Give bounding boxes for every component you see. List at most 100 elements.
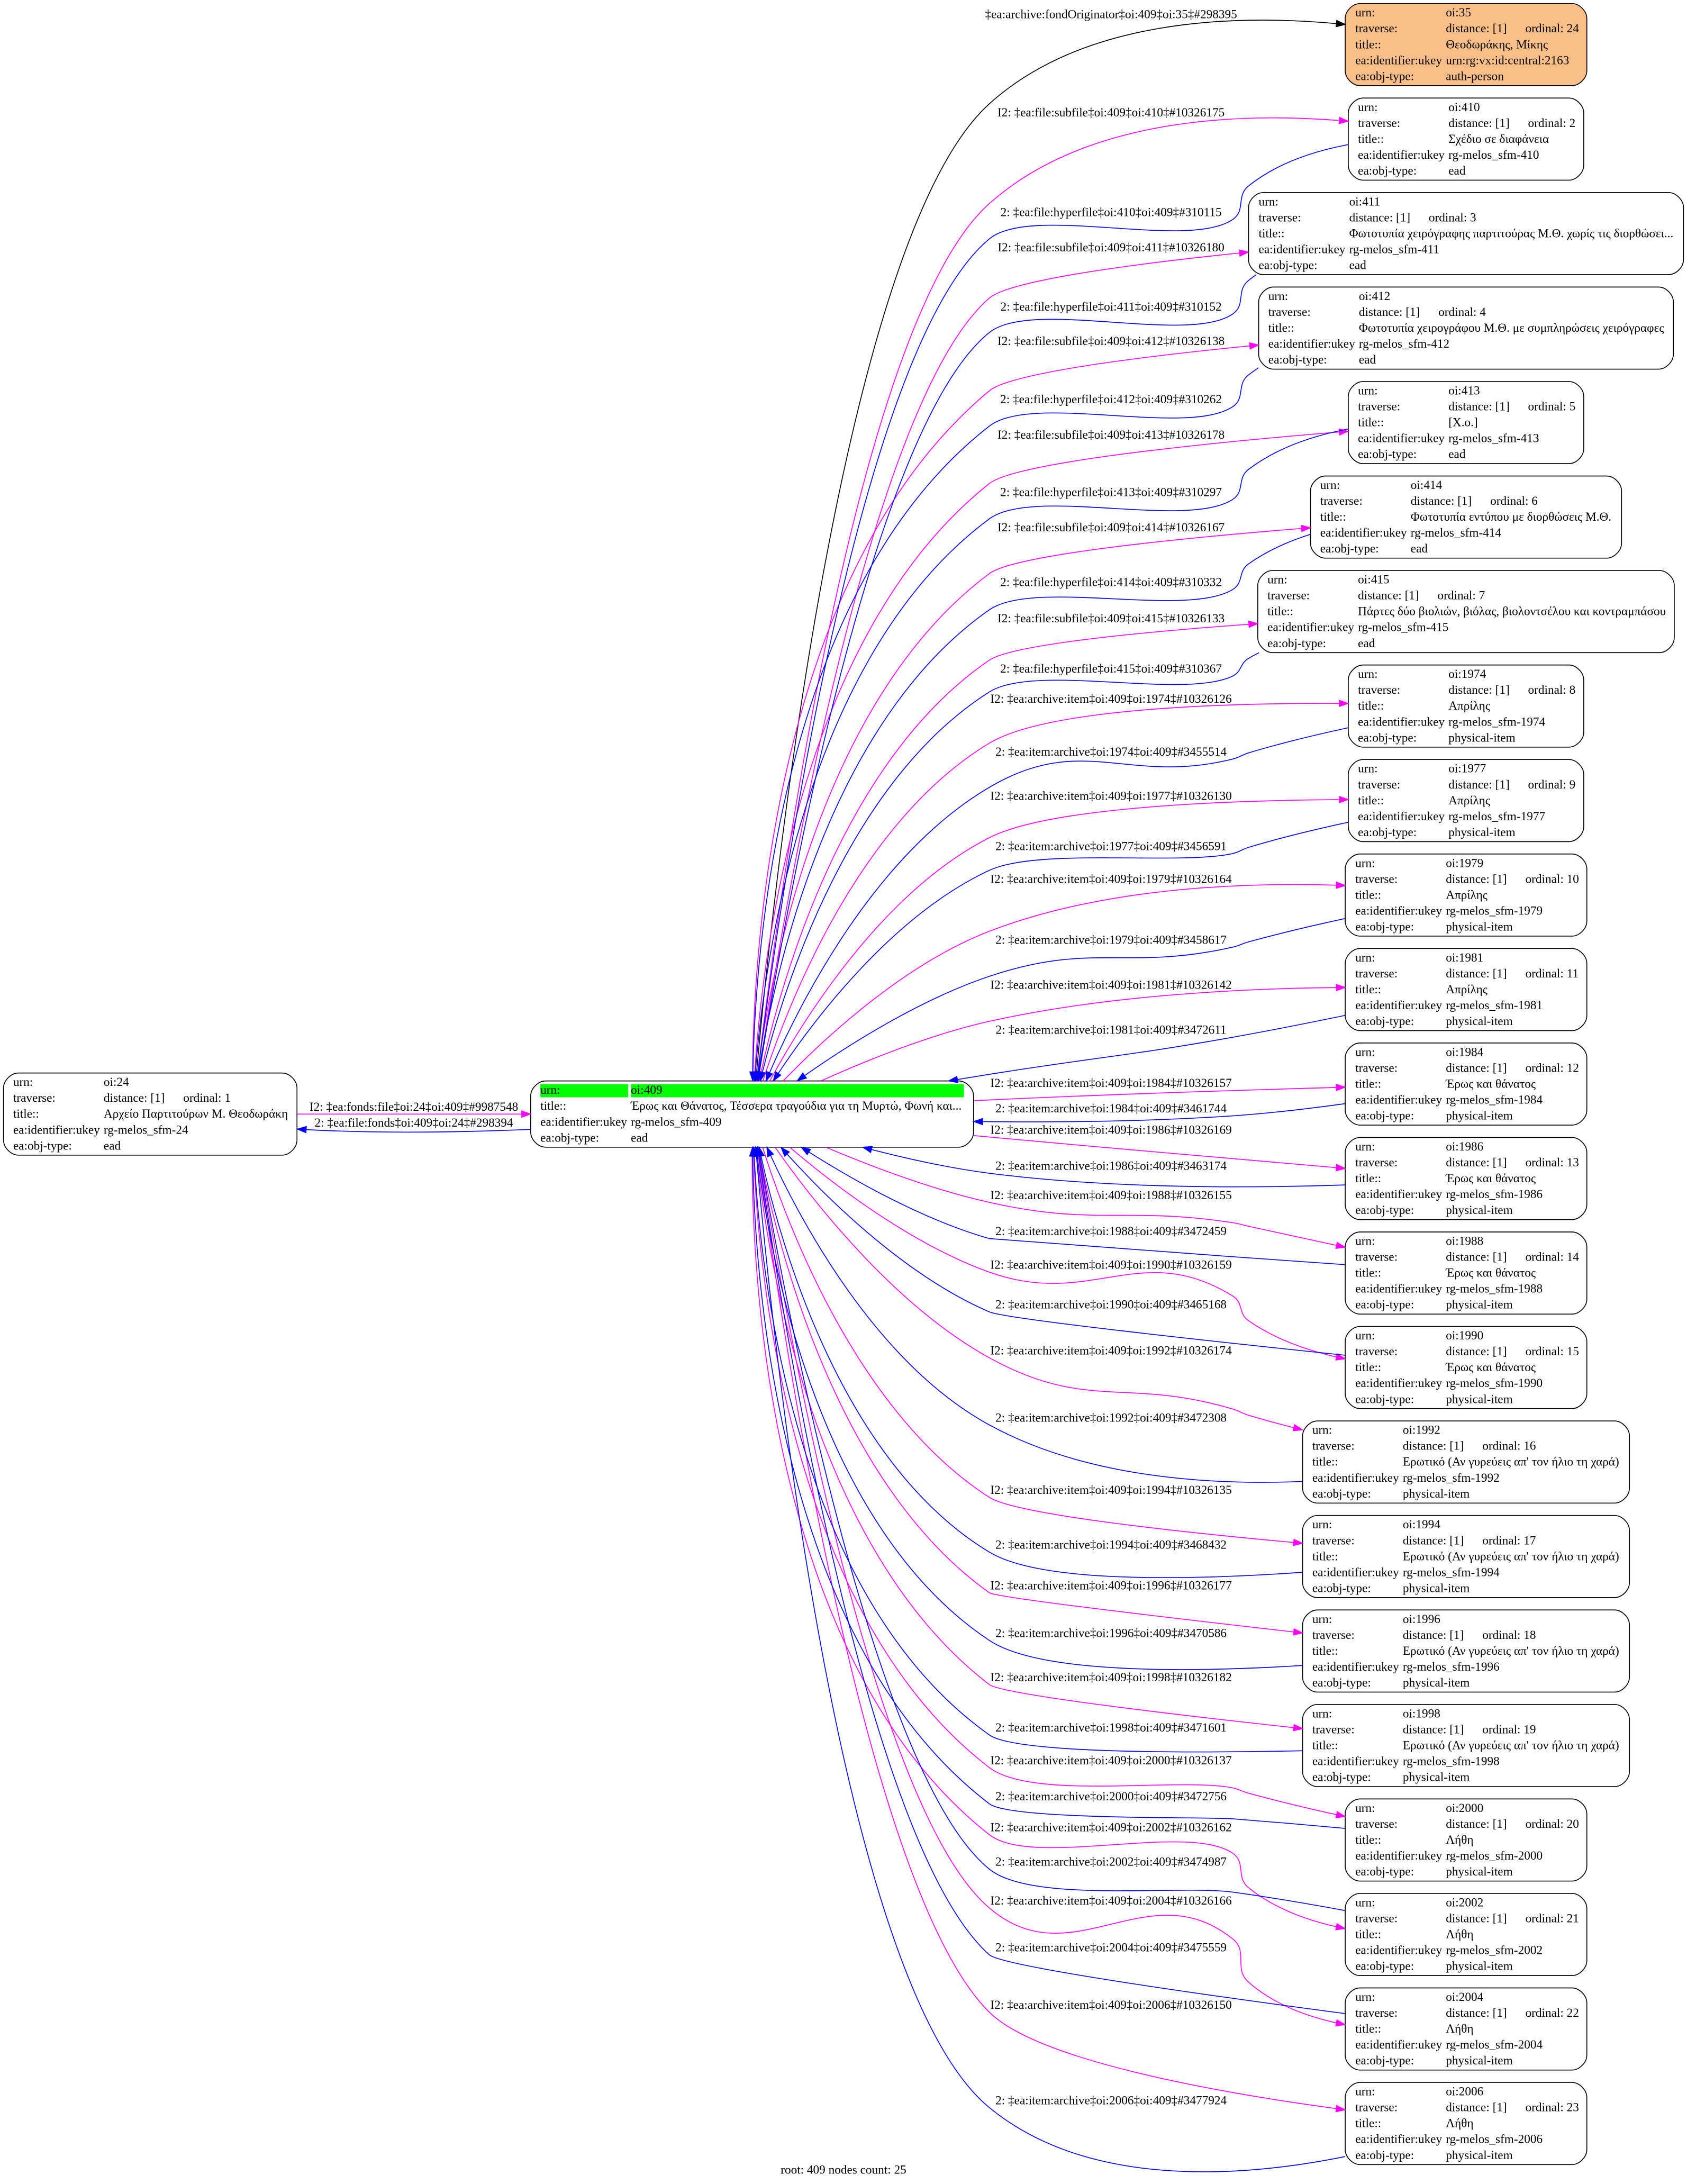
svg-text:rg-melos_sfm-1986: rg-melos_sfm-1986 [1446,1188,1543,1201]
svg-text:Θεοδωράκης, Μίκης: Θεοδωράκης, Μίκης [1446,38,1548,51]
svg-text:urn:: urn: [1355,6,1375,20]
svg-text:ead: ead [1359,353,1376,367]
svg-text:I2: ‡ea:archive:item‡oi:409‡oi: I2: ‡ea:archive:item‡oi:409‡oi:1984‡#103… [990,1076,1231,1090]
svg-text:I2: ‡ea:archive:item‡oi:409‡oi: I2: ‡ea:archive:item‡oi:409‡oi:1998‡#103… [990,1671,1231,1684]
svg-text:2: ‡ea:item:archive‡oi:1998‡oi: 2: ‡ea:item:archive‡oi:1998‡oi:409‡#3471… [995,1721,1227,1735]
svg-text:oi:1998: oi:1998 [1403,1707,1440,1720]
svg-text:I2: ‡ea:archive:item‡oi:409‡oi: I2: ‡ea:archive:item‡oi:409‡oi:2006‡#103… [990,1998,1231,2012]
svg-text:root: 409 nodes count: 25: root: 409 nodes count: 25 [781,2163,906,2177]
svg-text:Απρίλης: Απρίλης [1446,983,1488,996]
svg-text:ea:identifier:ukey: ea:identifier:ukey [1358,715,1448,729]
svg-text:2: ‡ea:item:archive‡oi:2000‡oi: 2: ‡ea:item:archive‡oi:2000‡oi:409‡#3472… [995,1790,1227,1804]
svg-text:Λήθη: Λήθη [1446,2022,1473,2036]
svg-text:rg-melos_sfm-1992: rg-melos_sfm-1992 [1403,1471,1500,1485]
svg-text:title::: title:: [1355,983,1381,996]
svg-text:Λήθη: Λήθη [1446,2117,1473,2131]
svg-text:oi:1994: oi:1994 [1403,1518,1440,1531]
svg-text:traverse:: traverse: [1355,1817,1398,1831]
svg-text:2: ‡ea:item:archive‡oi:1981‡oi: 2: ‡ea:item:archive‡oi:1981‡oi:409‡#3472… [996,1023,1227,1037]
svg-text:oi:1977: oi:1977 [1448,762,1486,776]
svg-text:traverse:: traverse: [1358,400,1400,413]
svg-text:traverse:: traverse: [1358,116,1400,130]
svg-text:I2: ‡ea:file:subfile‡oi:409‡oi: I2: ‡ea:file:subfile‡oi:409‡oi:414‡#1032… [997,521,1225,534]
svg-text:ea:identifier:ukey: ea:identifier:ukey [1355,1188,1445,1201]
svg-text:rg-melos_sfm-2006: rg-melos_sfm-2006 [1446,2133,1543,2146]
svg-text:urn:: urn: [1312,1518,1332,1531]
svg-text:distance: [1] ordinal: 10: distance: [1] ordinal: 10 [1446,872,1579,886]
svg-text:rg-melos_sfm-411: rg-melos_sfm-411 [1349,242,1439,256]
svg-text:2: ‡ea:item:archive‡oi:1984‡oi: 2: ‡ea:item:archive‡oi:1984‡oi:409‡#3461… [995,1102,1227,1116]
svg-text:rg-melos_sfm-1996: rg-melos_sfm-1996 [1403,1660,1500,1674]
svg-text:rg-melos_sfm-1981: rg-melos_sfm-1981 [1446,999,1543,1012]
svg-text:physical-item: physical-item [1446,1960,1512,1973]
svg-text:I2: ‡ea:archive:item‡oi:409‡oi: I2: ‡ea:archive:item‡oi:409‡oi:1977‡#103… [990,789,1231,803]
svg-text:2: ‡ea:file:hyperfile‡oi:413‡o: 2: ‡ea:file:hyperfile‡oi:413‡oi:409‡#310… [1000,485,1222,499]
svg-text:oi:415: oi:415 [1358,573,1389,587]
svg-text:I2: ‡ea:archive:item‡oi:409‡oi: I2: ‡ea:archive:item‡oi:409‡oi:1996‡#103… [990,1579,1231,1592]
svg-text:ea:identifier:ukey: ea:identifier:ukey [1355,2133,1445,2146]
svg-text:I2: ‡ea:file:subfile‡oi:409‡oi: I2: ‡ea:file:subfile‡oi:409‡oi:413‡#1032… [997,428,1225,442]
svg-text:traverse:: traverse: [1312,1723,1355,1736]
svg-text:Πάρτες δύο βιολιών, βιόλας, βι: Πάρτες δύο βιολιών, βιόλας, βιολοντσέλου… [1358,605,1666,619]
svg-text:Φωτοτυπία χειρογράφου Μ.Θ. με: Φωτοτυπία χειρογράφου Μ.Θ. με συμπληρώσε… [1359,321,1664,335]
svg-text:oi:1992: oi:1992 [1403,1424,1440,1437]
svg-text:oi:1988: oi:1988 [1446,1235,1483,1248]
svg-text:title::: title:: [1358,794,1384,808]
svg-text:ea:identifier:ukey: ea:identifier:ukey [1355,2038,1445,2052]
svg-text:rg-melos_sfm-1984: rg-melos_sfm-1984 [1446,1093,1543,1107]
svg-text:ea:obj-type:: ea:obj-type: [1320,542,1379,556]
svg-text:ea:identifier:ukey: ea:identifier:ukey [1355,1376,1445,1390]
svg-text:ea:identifier:ukey: ea:identifier:ukey [1312,1754,1402,1768]
svg-text:ea:obj-type:: ea:obj-type: [1267,637,1326,650]
svg-text:Έρως και θάνατος: Έρως και θάνατος [1445,1077,1536,1091]
svg-text:traverse:: traverse: [1355,967,1398,981]
svg-text:urn:: urn: [1358,101,1377,114]
svg-text:distance: [1] ordinal: 6: distance: [1] ordinal: 6 [1411,494,1538,508]
svg-text:rg-melos_sfm-410: rg-melos_sfm-410 [1448,148,1539,162]
svg-text:title::: title:: [540,1099,566,1113]
svg-text:ead: ead [104,1139,121,1153]
svg-text:ea:obj-type:: ea:obj-type: [1355,1203,1414,1217]
svg-text:Έρως και Θάνατος, Τέσσερα τραγ: Έρως και Θάνατος, Τέσσερα τραγούδια για … [630,1099,962,1113]
svg-text:I2: ‡ea:file:subfile‡oi:409‡oi: I2: ‡ea:file:subfile‡oi:409‡oi:415‡#1032… [997,612,1225,626]
svg-text:distance: [1] ordinal: 23: distance: [1] ordinal: 23 [1446,2101,1579,2115]
svg-text:[Χ.ο.]: [Χ.ο.] [1448,416,1478,430]
svg-text:ea:obj-type:: ea:obj-type: [1358,164,1417,178]
svg-text:distance: [1] ordinal: 4: distance: [1] ordinal: 4 [1359,305,1486,319]
svg-text:urn:: urn: [1358,384,1377,397]
svg-text:ea:obj-type:: ea:obj-type: [1268,353,1327,367]
svg-text:2: ‡ea:item:archive‡oi:2006‡oi: 2: ‡ea:item:archive‡oi:2006‡oi:409‡#3477… [995,2094,1227,2107]
svg-text:title::: title:: [1358,132,1384,146]
svg-text:urn:: urn: [13,1075,33,1089]
svg-text:ea:identifier:ukey: ea:identifier:ukey [1267,621,1357,635]
svg-text:ea:obj-type:: ea:obj-type: [1355,1014,1414,1028]
svg-text:distance: [1] ordinal: 22: distance: [1] ordinal: 22 [1446,2006,1579,2020]
svg-text:ea:obj-type:: ea:obj-type: [13,1139,72,1153]
svg-text:urn:: urn: [1267,573,1287,587]
svg-text:physical-item: physical-item [1446,1203,1512,1217]
svg-text:distance: [1] ordinal: 7: distance: [1] ordinal: 7 [1358,589,1485,603]
svg-text:urn:: urn: [540,1083,560,1097]
svg-text:distance: [1] ordinal: 1: distance: [1] ordinal: 1 [104,1091,231,1105]
svg-text:urn:: urn: [1355,1990,1375,2004]
svg-text:traverse:: traverse: [1355,872,1398,886]
svg-text:urn:: urn: [1259,195,1278,209]
svg-text:ead: ead [1448,164,1466,178]
svg-text:rg-melos_sfm-413: rg-melos_sfm-413 [1448,432,1539,446]
svg-text:title::: title:: [1355,2022,1381,2036]
svg-text:title::: title:: [1355,1928,1381,1942]
svg-text:ea:obj-type:: ea:obj-type: [1355,1109,1414,1123]
svg-text:Ερωτικό (Αν γυρεύεις απ' τον ή: Ερωτικό (Αν γυρεύεις απ' τον ήλιο τη χαρ… [1403,1455,1619,1469]
svg-text:distance: [1] ordinal: 24: distance: [1] ordinal: 24 [1446,22,1579,35]
svg-text:title::: title:: [1312,1644,1338,1658]
svg-text:oi:1974: oi:1974 [1448,667,1486,681]
svg-text:2: ‡ea:item:archive‡oi:1992‡oi: 2: ‡ea:item:archive‡oi:1992‡oi:409‡#3472… [995,1411,1227,1425]
svg-text:title::: title:: [1259,226,1285,240]
svg-text:ea:obj-type:: ea:obj-type: [1355,1392,1414,1406]
svg-text:urn:: urn: [1358,667,1377,681]
svg-text:title::: title:: [1355,1361,1381,1374]
svg-text:oi:1990: oi:1990 [1446,1329,1483,1343]
svg-text:traverse:: traverse: [1312,1439,1355,1453]
svg-text:physical-item: physical-item [1446,1109,1512,1123]
svg-text:urn:rg:vx:id:central:2163: urn:rg:vx:id:central:2163 [1446,53,1569,67]
